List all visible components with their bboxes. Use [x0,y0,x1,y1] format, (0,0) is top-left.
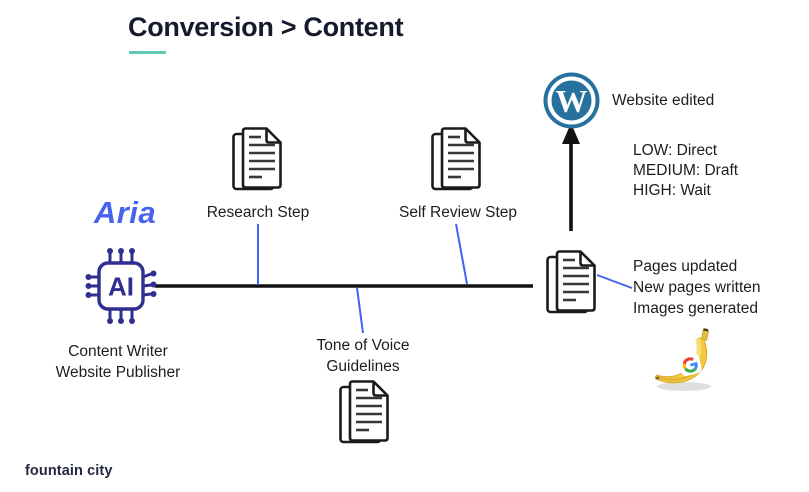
connector-tone-of-voice [356,287,364,334]
research-step-label: Research Step [206,204,310,221]
document-stack-icon-outputs [543,249,599,315]
self-review-step-label: Self Review Step [398,204,518,221]
connector-outputs [596,274,633,289]
mode-medium: MEDIUM: Draft [633,162,739,179]
svg-text:W: W [556,83,588,119]
wordpress-icon: W [543,72,600,129]
ai-chip-icon: AI [83,243,167,327]
tone-of-voice-label: Tone of Voice Guidelines [298,335,428,377]
output-item: New pages written [633,279,761,296]
document-stack-icon-research [229,126,285,192]
brand-logo-text: fountain city [25,463,113,479]
document-stack-icon-self-review [428,126,484,192]
svg-text:AI: AI [108,272,134,302]
title-underline [129,51,166,54]
outputs-list: Pages updated New pages written Images g… [633,256,803,319]
publish-modes: LOW: Direct MEDIUM: Draft HIGH: Wait [633,141,793,201]
connector-self-review [455,223,468,285]
page-title: Conversion > Content [128,12,404,42]
arrow-up-icon [562,123,580,144]
agent-role: Website Publisher [55,364,181,381]
banana-google-g-icon [648,328,724,394]
tone-label-line: Tone of Voice [316,337,410,354]
agent-role: Content Writer [68,343,168,360]
output-item: Pages updated [633,258,738,275]
mode-high: HIGH: Wait [633,182,711,199]
mode-low: LOW: Direct [633,142,718,159]
agent-roles: Content Writer Website Publisher [32,341,204,383]
output-item: Images generated [633,300,758,317]
agent-name: Aria [93,195,157,230]
website-edited-label: Website edited [612,92,715,109]
document-stack-icon-tone [336,379,392,445]
tone-label-line: Guidelines [326,358,400,375]
